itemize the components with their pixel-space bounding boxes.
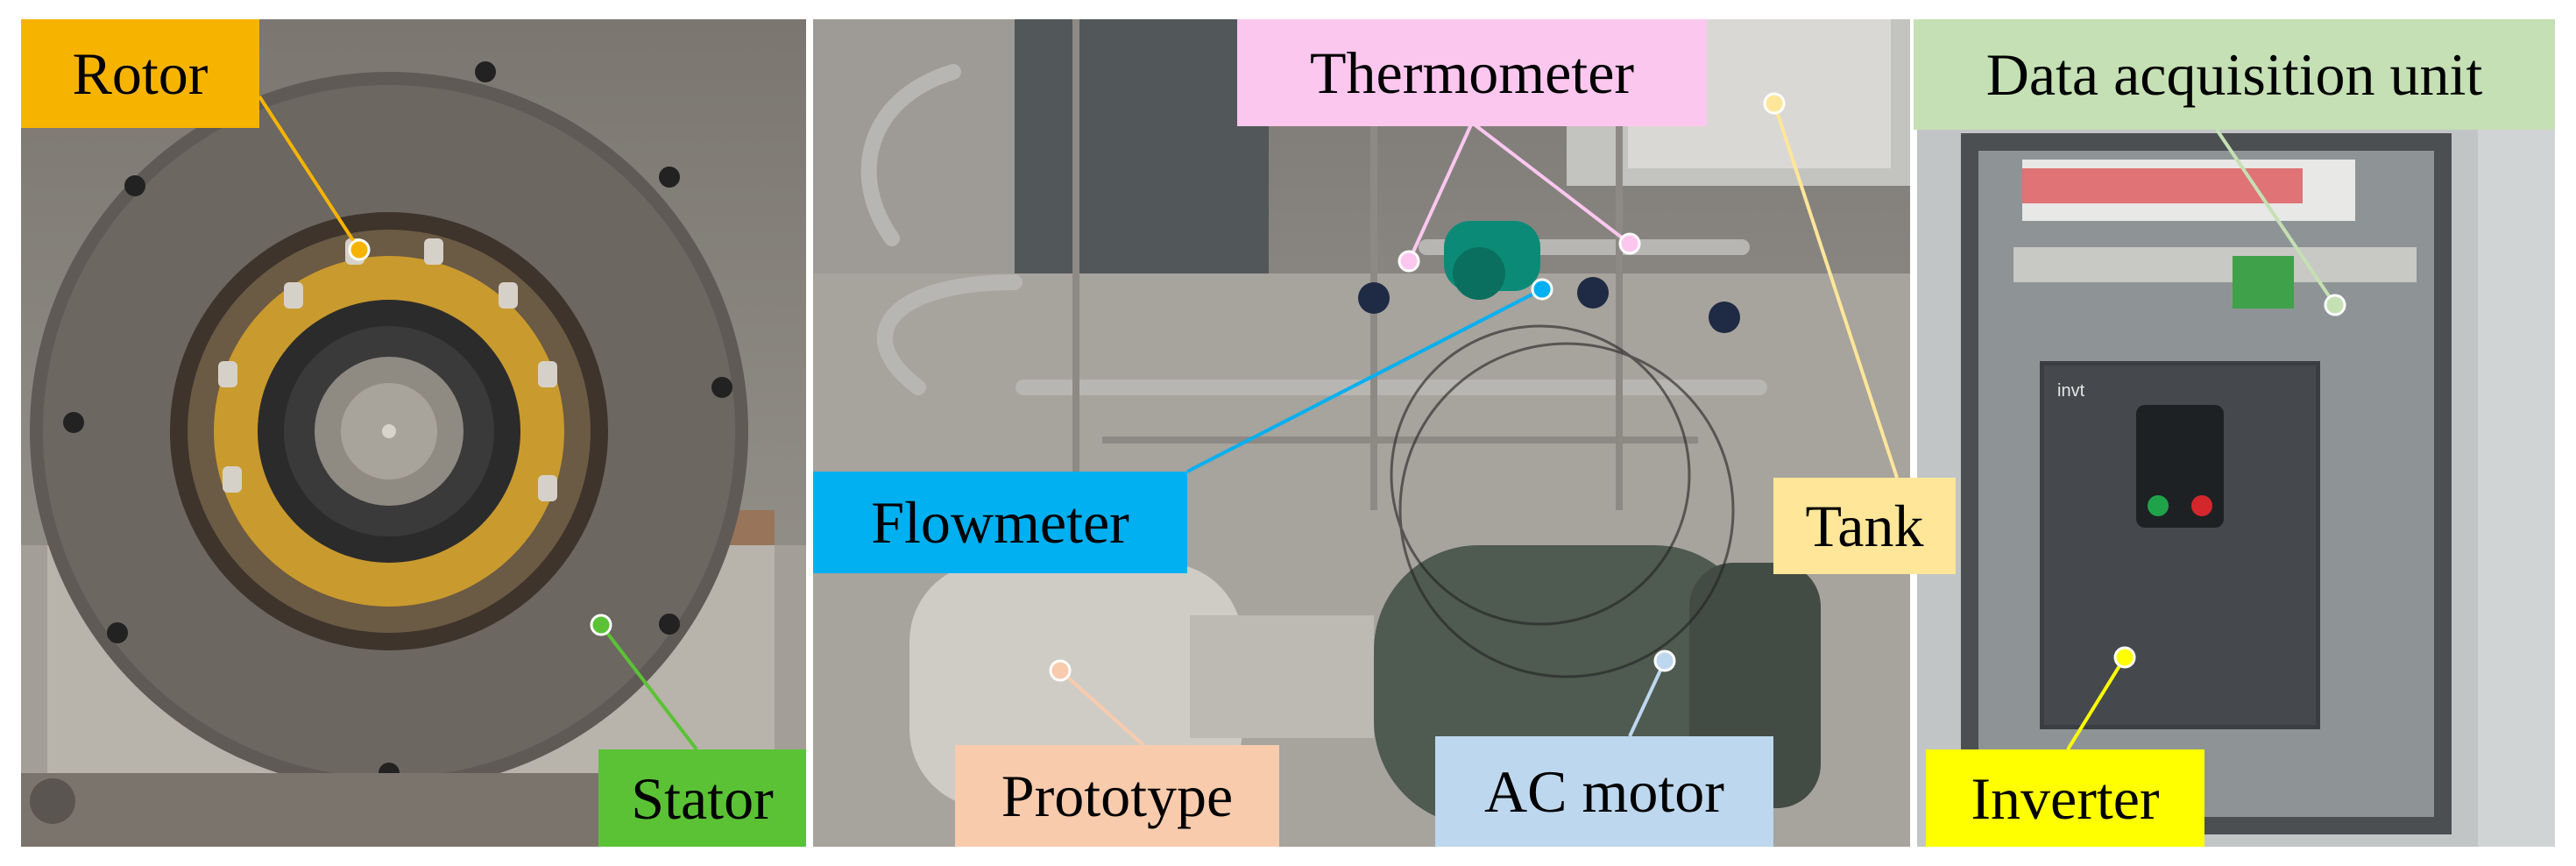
cabinet-illustration: invt — [1917, 19, 2555, 847]
inverter-label: Inverter — [1926, 749, 2204, 847]
photo-control-cabinet: invt — [1917, 19, 2555, 847]
flowmeter-label: Flowmeter — [813, 472, 1187, 573]
inverter-brand-text: invt — [2057, 381, 2085, 401]
tank-label: Tank — [1773, 478, 1956, 574]
rotor-label: Rotor — [21, 19, 259, 128]
photo-rotor-stator — [21, 19, 806, 847]
stator-label: Stator — [598, 749, 806, 847]
prototype-label: Prototype — [955, 745, 1279, 847]
ac-motor-label: AC motor — [1435, 736, 1773, 847]
rotor-stator-illustration — [21, 61, 806, 847]
photo-test-rig — [813, 19, 1910, 847]
thermometer-label: Thermometer — [1237, 19, 1707, 126]
data-acquisition-label: Data acquisition unit — [1914, 19, 2555, 130]
test-rig-illustration — [813, 19, 1910, 847]
